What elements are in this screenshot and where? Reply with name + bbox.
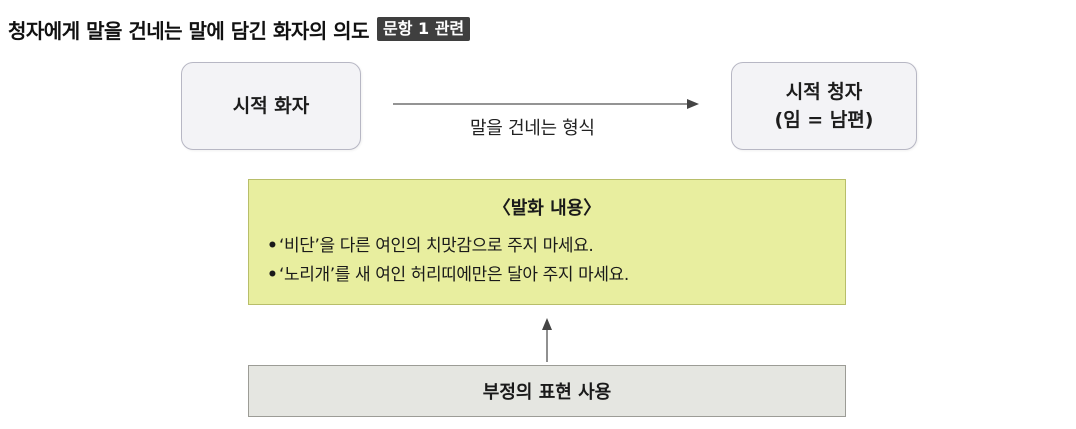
listener-sublabel: (임 = 남편) <box>774 109 874 131</box>
utterance-content-box: 〈발화 내용〉 •‘비단’을 다른 여인의 치맛감으로 주지 마세요. •‘노리… <box>248 179 846 305</box>
diagram-heading: 청자에게 말을 건네는 말에 담긴 화자의 의도 문항 1 관련 <box>8 14 471 44</box>
question-tag-badge: 문항 1 관련 <box>376 17 471 41</box>
content-item-text: ‘비단’을 다른 여인의 치맛감으로 주지 마세요. <box>279 236 594 256</box>
listener-box: 시적 청자 (임 = 남편) <box>731 62 917 150</box>
bullet-icon: • <box>267 236 278 256</box>
speaker-label: 시적 화자 <box>232 95 310 117</box>
listener-label: 시적 청자 <box>785 81 863 103</box>
speaker-box: 시적 화자 <box>181 62 361 150</box>
content-item: •‘비단’을 다른 여인의 치맛감으로 주지 마세요. <box>267 232 629 261</box>
negative-expression-box: 부정의 표현 사용 <box>248 365 846 417</box>
arrow-label: 말을 건네는 형식 <box>470 118 595 139</box>
content-item: •‘노리개’를 새 여인 허리띠에만은 달아 주지 마세요. <box>267 261 629 290</box>
content-item-text: ‘노리개’를 새 여인 허리띠에만은 달아 주지 마세요. <box>279 265 629 285</box>
bullet-icon: • <box>267 265 278 285</box>
heading-title: 청자에게 말을 건네는 말에 담긴 화자의 의도 <box>8 18 369 43</box>
content-list: •‘비단’을 다른 여인의 치맛감으로 주지 마세요. •‘노리개’를 새 여인… <box>267 232 629 290</box>
usage-label: 부정의 표현 사용 <box>482 382 612 403</box>
content-title: 〈발화 내용〉 <box>492 198 602 219</box>
